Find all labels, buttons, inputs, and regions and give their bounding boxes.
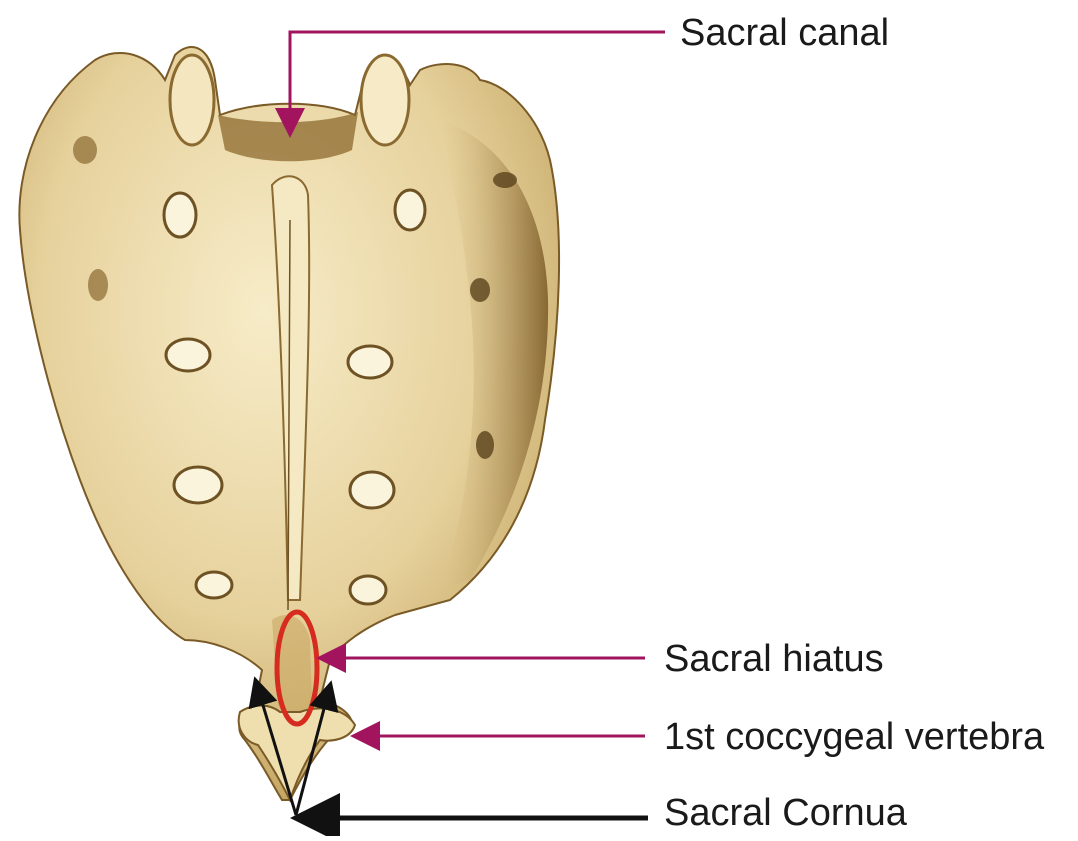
foramen-right-1 xyxy=(395,190,425,230)
lateral-pit-2 xyxy=(88,269,108,301)
right-superior-articular-process xyxy=(361,55,409,145)
foramen-right-2 xyxy=(348,346,392,378)
sacral-cornua-label: Sacral Cornua xyxy=(664,794,907,832)
sacrum-bone xyxy=(19,47,559,800)
foramen-left-2 xyxy=(166,339,210,371)
lateral-pit-3 xyxy=(493,172,517,188)
foramen-left-1 xyxy=(164,193,196,237)
lateral-pit-4 xyxy=(470,278,490,302)
lateral-pit-5 xyxy=(476,431,494,459)
foramen-left-3 xyxy=(174,467,222,503)
left-superior-articular-process xyxy=(170,55,214,145)
lateral-pit-1 xyxy=(73,136,97,164)
sacral-hiatus-label: Sacral hiatus xyxy=(664,640,884,678)
sacral-canal-label: Sacral canal xyxy=(680,14,889,52)
foramen-left-4 xyxy=(196,572,232,598)
foramen-right-4 xyxy=(350,576,386,604)
foramen-right-3 xyxy=(350,472,394,508)
first-coccygeal-vertebra-label: 1st coccygeal vertebra xyxy=(664,718,1044,756)
